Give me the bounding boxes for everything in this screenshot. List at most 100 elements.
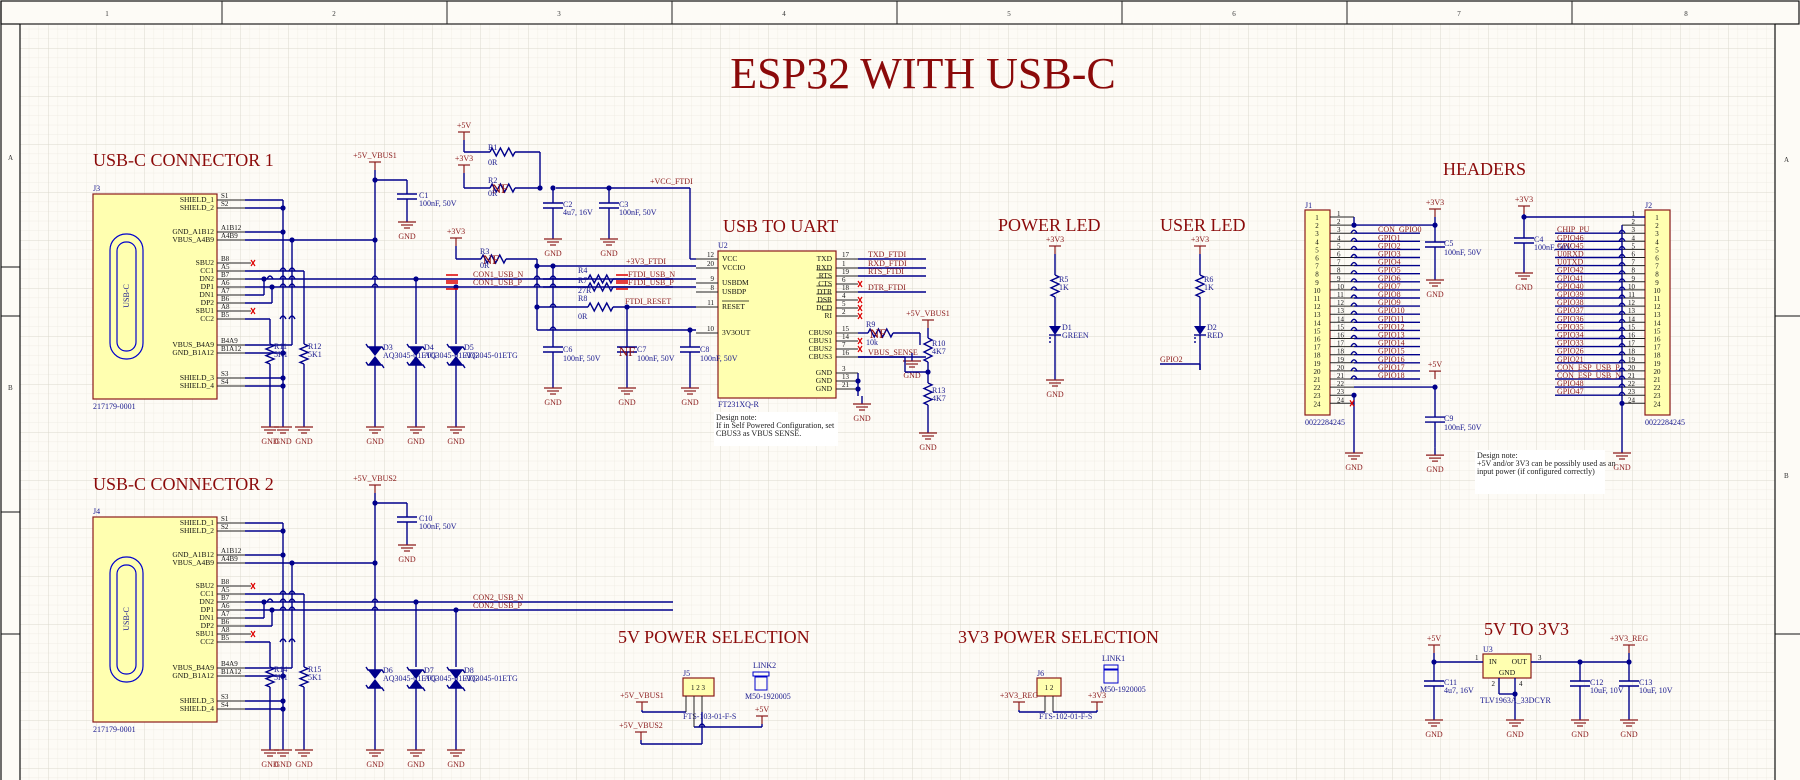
- cap-value: 100nF, 50V: [563, 354, 601, 363]
- diode-triangle: [449, 347, 463, 356]
- pin-number: 23: [1628, 388, 1636, 396]
- net-label: CHIP_PU: [1557, 225, 1590, 234]
- wire-hop: [1350, 237, 1358, 242]
- wire-hop: [288, 267, 296, 272]
- column-label: 5: [1007, 10, 1011, 18]
- pin-number: 24: [1337, 396, 1345, 404]
- designator: U3: [1483, 645, 1493, 654]
- row-label-b-right: B: [1784, 472, 1789, 480]
- ground-label: GND: [407, 760, 425, 769]
- diode-triangle: [368, 356, 382, 365]
- ground-symbol: GND: [447, 742, 465, 769]
- pin-number: 2: [1632, 218, 1636, 226]
- net-label: GPIO17: [1378, 363, 1405, 372]
- link-icon: [1103, 664, 1119, 670]
- junction-dot: [269, 607, 275, 613]
- header-pin-inner: 5: [1655, 246, 1659, 254]
- connector-body: [92, 193, 218, 400]
- wire-hop: [1350, 253, 1358, 258]
- part-number: 217179-0001: [93, 402, 136, 411]
- pin-name: DP2: [201, 298, 215, 307]
- left-ruler: A B: [0, 1, 21, 780]
- net-label: DTR_FTDI: [868, 283, 906, 292]
- resistor-icon: [1049, 274, 1061, 298]
- power-label: +5V_VBUS1: [620, 691, 664, 700]
- pin-name: CC1: [200, 266, 214, 275]
- wire-hop: [1350, 294, 1358, 299]
- net-label: CON1_USB_N: [473, 270, 523, 279]
- net-label: GPIO39: [1557, 290, 1584, 299]
- header-pin-inner: 20: [1314, 368, 1322, 376]
- junction-dot: [413, 276, 419, 282]
- pin-name: SBU2: [196, 581, 215, 590]
- pin-name: SHIELD_3: [180, 696, 214, 705]
- net-label: GPIO18: [1378, 371, 1405, 380]
- pin-name: GND: [816, 368, 833, 377]
- design-note-text: Design note:: [1477, 451, 1518, 460]
- power-label: +3V3: [447, 227, 465, 236]
- diode-triangle: [449, 356, 463, 365]
- wire-hop: [288, 598, 296, 603]
- power-port: +3V3: [1426, 198, 1444, 217]
- diode-value: AQ3045-01ETG: [383, 674, 437, 683]
- header-pin-inner: 13: [1654, 311, 1662, 319]
- pin-number: 18: [842, 284, 850, 292]
- diff-pair-icon: [446, 274, 458, 290]
- diode-value: AQ3045-01ETG: [464, 674, 518, 683]
- header-pin-inner: 15: [1314, 327, 1322, 335]
- header-pin-inner: 13: [1314, 311, 1322, 319]
- diode-designator: D8: [464, 666, 474, 675]
- diode-triangle: [368, 670, 382, 679]
- resistor-value: 1K: [1204, 283, 1214, 292]
- pin-name: SHIELD_1: [180, 195, 214, 204]
- ground-label: GND: [261, 760, 279, 769]
- usbc-body-label: USB-C: [122, 607, 131, 631]
- pin-number: B5: [221, 634, 230, 642]
- pin-number: A7: [221, 610, 230, 618]
- diode-designator: D6: [383, 666, 393, 675]
- resistor-designator: R12: [308, 342, 321, 351]
- pin-number: B7: [221, 271, 230, 279]
- design-note-text: Design note:: [716, 413, 757, 422]
- cap-designator: C7: [637, 345, 646, 354]
- wire-hop: [288, 283, 296, 288]
- ground-label: GND: [681, 398, 699, 407]
- regulator-body: [1482, 653, 1532, 679]
- resistor-designator: R5: [1059, 275, 1068, 284]
- cap-designator: C3: [619, 200, 628, 209]
- wire-hop: [279, 638, 287, 643]
- ground-symbol: GND: [398, 214, 416, 241]
- net-label: RTS_FTDI: [868, 267, 904, 276]
- header-body: [1304, 209, 1331, 416]
- ground-label: GND: [1506, 730, 1524, 739]
- not-fitted-mark: NF: [483, 252, 500, 267]
- resistor-icon: [489, 146, 516, 158]
- pin-name: CC1: [200, 589, 214, 598]
- resistor-icon: [587, 273, 614, 285]
- header-pin-inner: 10: [1654, 287, 1662, 295]
- pin-name: TXD: [817, 254, 833, 263]
- pin-number: 5: [842, 300, 846, 308]
- pin-number: 22: [1337, 380, 1345, 388]
- no-connect-icon: [250, 259, 256, 267]
- resistor-value: 10k: [866, 338, 878, 347]
- net-label: GPIO11: [1378, 314, 1404, 323]
- resistor-value: 0R: [480, 261, 490, 270]
- header-pin-inner: 2: [1655, 222, 1659, 230]
- wire-hop: [371, 598, 379, 603]
- net-label: CON1_USB_P: [473, 278, 522, 287]
- ground-label: GND: [274, 760, 292, 769]
- header-pin-inner: 14: [1314, 319, 1322, 327]
- pin-number: 12: [1628, 299, 1636, 307]
- ground-symbol: GND: [1426, 447, 1444, 474]
- pin-number: 13: [1337, 307, 1345, 315]
- pin-number: 4: [1337, 234, 1341, 242]
- header-pin-inner: 8: [1315, 271, 1319, 279]
- power-label: +3V3: [1088, 691, 1106, 700]
- ground-label: GND: [1345, 463, 1363, 472]
- pin-number: B6: [221, 618, 230, 626]
- cap-designator: C10: [419, 514, 432, 523]
- pin-name: SHIELD_1: [180, 518, 214, 527]
- resistor-icon: [1194, 274, 1206, 298]
